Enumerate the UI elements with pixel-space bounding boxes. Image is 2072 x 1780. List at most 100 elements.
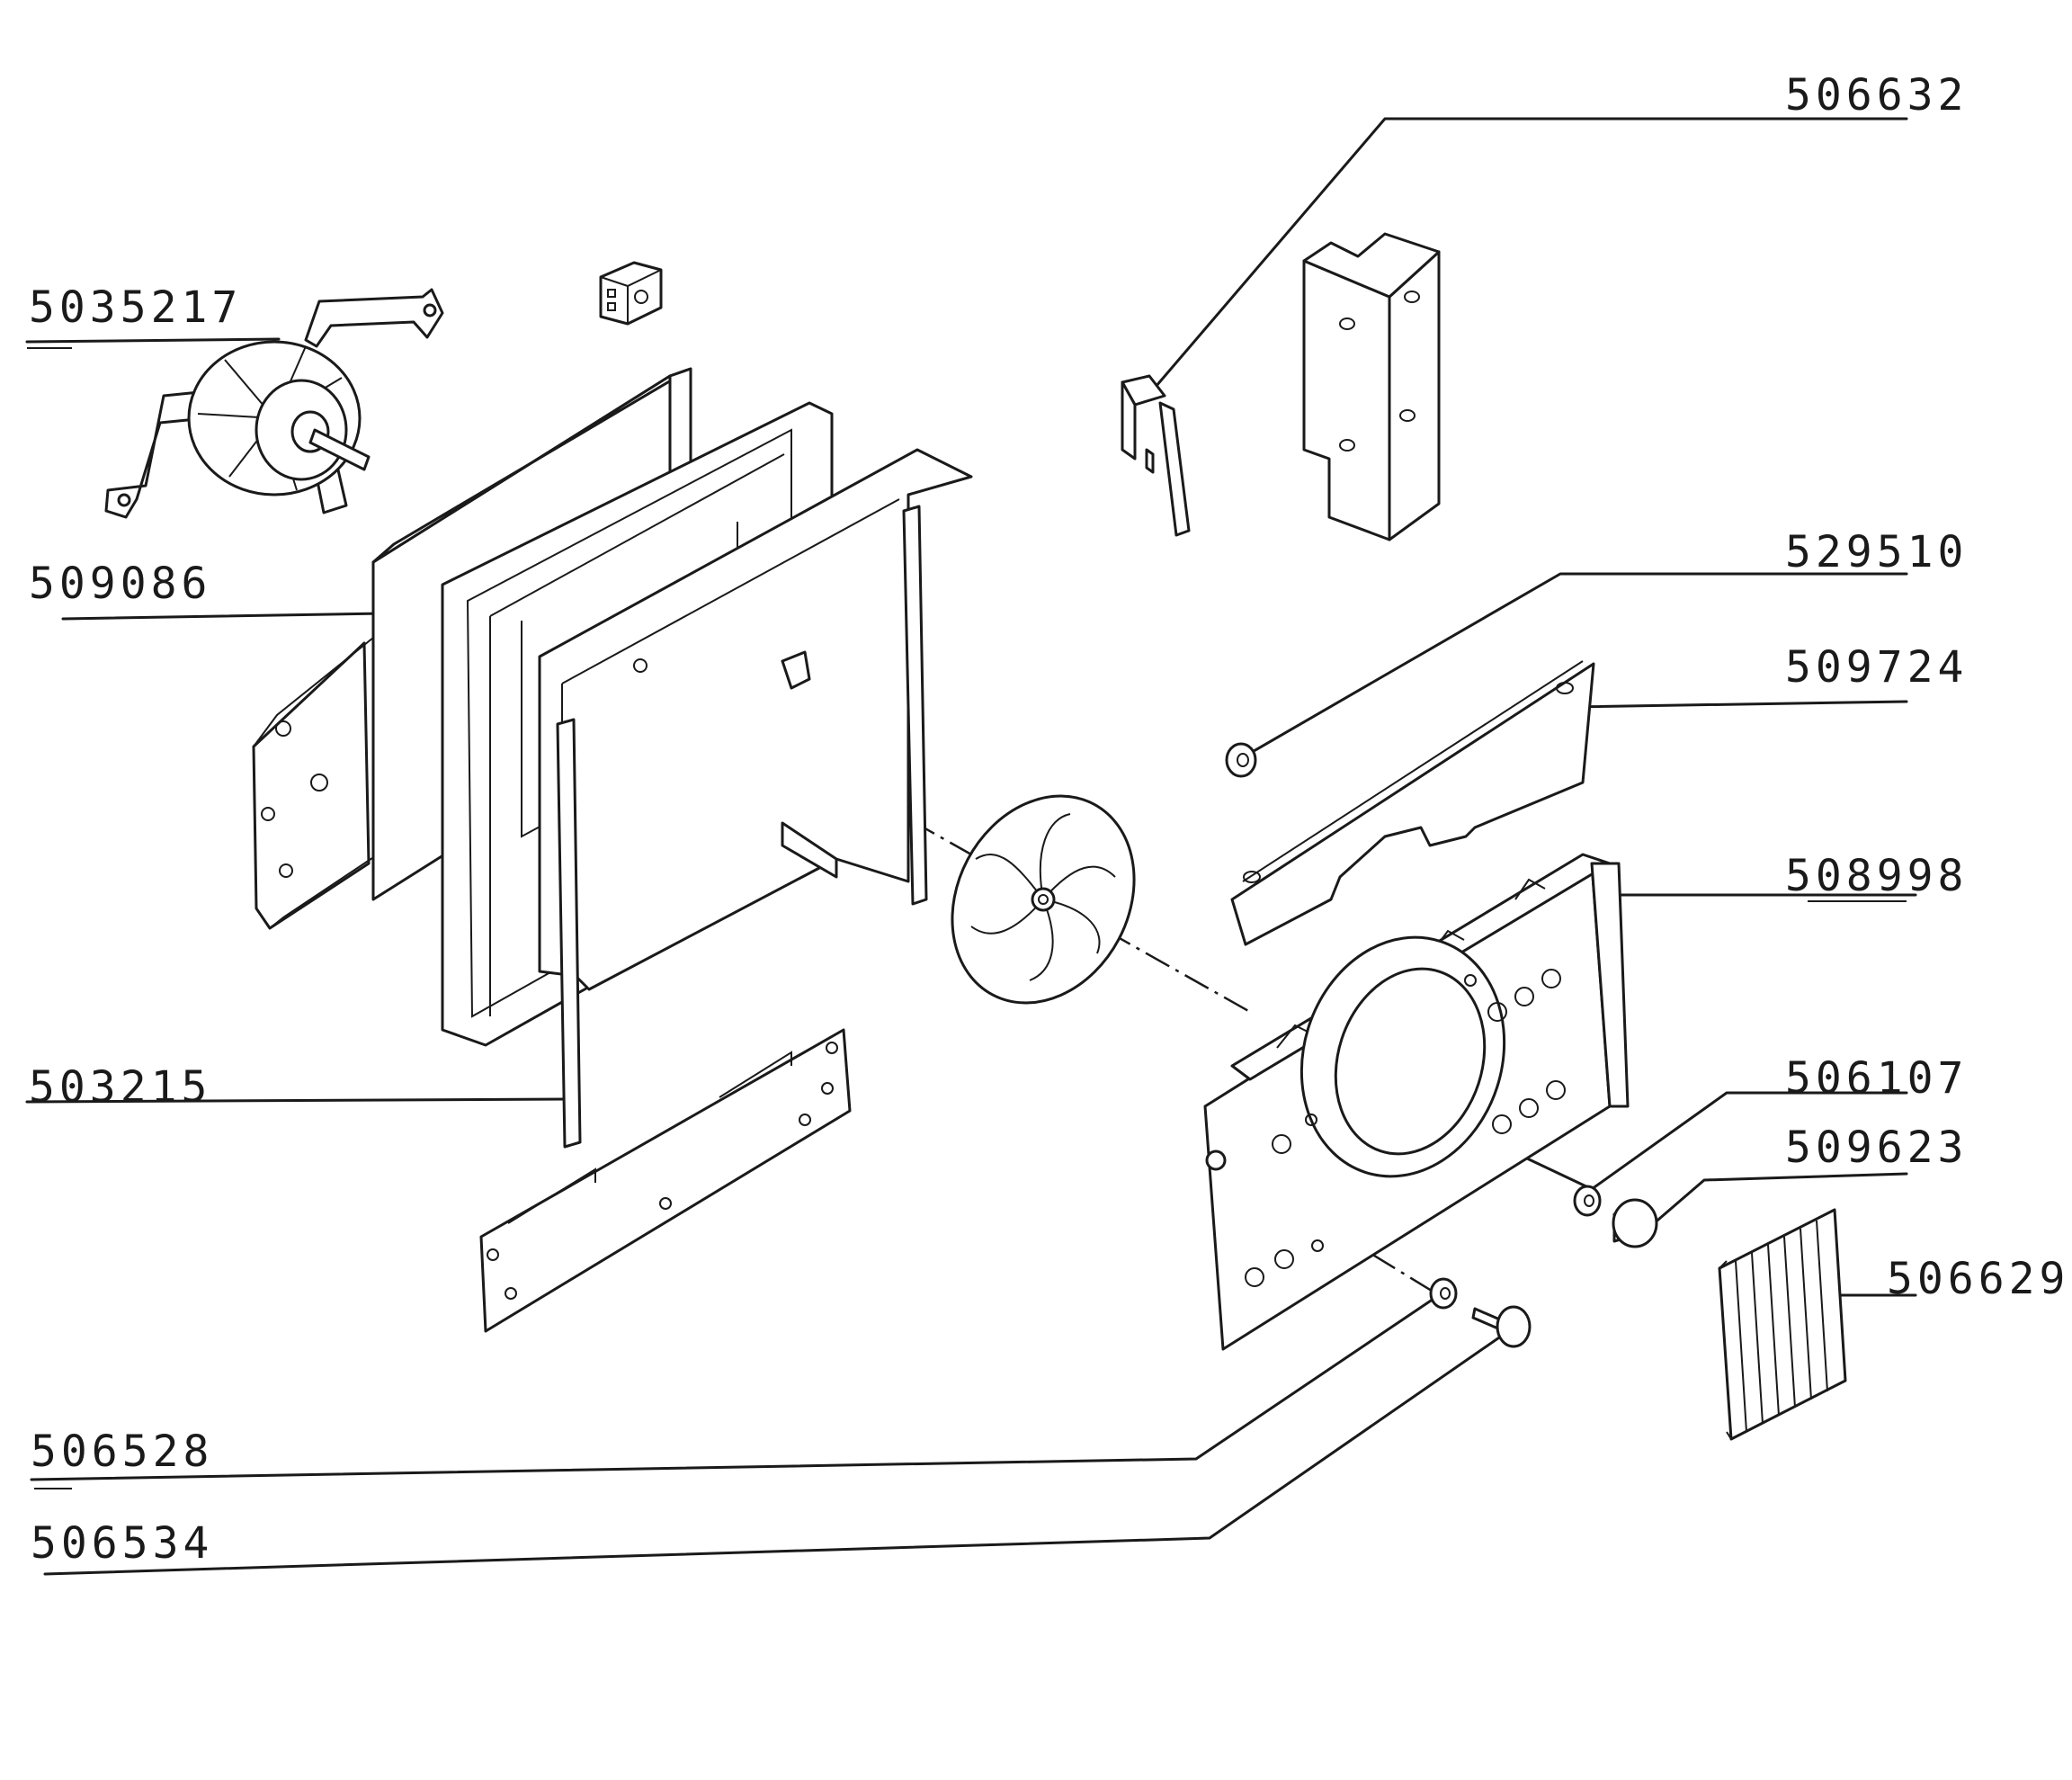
bottom-strip-body xyxy=(479,1028,852,1333)
channel-hole-2 xyxy=(1404,291,1420,303)
axis-main xyxy=(636,664,1251,1014)
back-panel-face xyxy=(538,448,973,991)
channel-hole-4 xyxy=(1399,409,1416,422)
grille-edge xyxy=(1719,1260,1732,1440)
grille-506629 xyxy=(1718,1208,1847,1441)
plate-hole-6 xyxy=(1546,1080,1566,1100)
leader-509724 xyxy=(1567,700,1908,709)
nut-506107 xyxy=(1573,1185,1602,1217)
washer-529510 xyxy=(1225,742,1257,778)
plate-hole-1 xyxy=(1487,1002,1507,1022)
plate-hole-8 xyxy=(1245,1267,1264,1287)
label-509724: 509724 xyxy=(1785,642,1969,693)
motor-bracket-top xyxy=(304,288,444,348)
nut-506107-outer xyxy=(1573,1185,1602,1217)
leader-506632 xyxy=(1154,117,1908,389)
screw-506534-head xyxy=(1496,1305,1532,1348)
terminal-block-edge xyxy=(600,269,662,324)
plate-hole-12 xyxy=(1464,974,1477,987)
terminal-block xyxy=(599,261,663,326)
label-529510: 529510 xyxy=(1785,527,1969,577)
plate-hole-10 xyxy=(1311,1239,1324,1252)
switch-lever xyxy=(1158,401,1191,537)
plate-hole-9 xyxy=(1274,1249,1294,1269)
deflector-plate xyxy=(1230,662,1595,946)
motor-shaft xyxy=(308,428,371,471)
switch-front xyxy=(1121,380,1137,461)
leader-503217 xyxy=(25,337,281,344)
back-plate-508998 xyxy=(1203,853,1630,1351)
terminal-block-slot-b xyxy=(607,302,616,311)
plate-hole-5 xyxy=(1519,1098,1539,1118)
back-plate-opening xyxy=(1334,967,1487,1156)
label-506629: 506629 xyxy=(1887,1254,2070,1304)
leader-529510 xyxy=(1241,572,1908,759)
bottom-strip-hole-3 xyxy=(659,1197,672,1210)
fan-motor-503217 xyxy=(104,288,444,519)
side-rail-right xyxy=(902,505,928,906)
fan-wheel-bore xyxy=(1038,894,1049,905)
washer-529510-inner xyxy=(1237,753,1249,767)
channel-hole-1 xyxy=(1339,318,1355,330)
plate-hole-4 xyxy=(1492,1114,1512,1134)
plate-hole-3 xyxy=(1541,969,1561,988)
nut-506107-inner xyxy=(1584,1194,1594,1207)
label-509623: 509623 xyxy=(1785,1123,1969,1173)
fan-wheel xyxy=(951,794,1136,1005)
back-plate-side-flange xyxy=(1590,862,1630,1108)
rear-bracket xyxy=(252,633,379,930)
cap-509623 xyxy=(1612,1198,1658,1248)
plate-hole-11 xyxy=(1305,1114,1317,1126)
washer-506528-outer xyxy=(1429,1277,1458,1310)
rear-bracket-hole-2 xyxy=(310,774,328,792)
label-506534: 506534 xyxy=(31,1518,214,1569)
switch-pin xyxy=(1145,448,1155,474)
washer-506528 xyxy=(1429,1277,1458,1310)
channel-side xyxy=(1388,250,1441,541)
plate-stud xyxy=(1205,1149,1227,1171)
plate-hole-7 xyxy=(1272,1134,1291,1154)
channel-hole-3 xyxy=(1339,439,1355,452)
rail-503215 xyxy=(556,718,582,1149)
label-506528: 506528 xyxy=(31,1427,214,1477)
label-509086: 509086 xyxy=(29,559,212,609)
rear-bracket-hole-3 xyxy=(261,807,275,821)
rear-bracket-hole-4 xyxy=(279,863,293,878)
fan-wheel-hub xyxy=(1031,887,1056,912)
channel-front xyxy=(1302,259,1391,541)
back-panel-hole xyxy=(633,658,648,673)
washer-506528-inner xyxy=(1440,1287,1451,1300)
rear-bracket-flange xyxy=(253,633,379,929)
deflector-hole-a xyxy=(1243,871,1261,883)
cavity-back-panel xyxy=(538,448,973,991)
rear-bracket-hole-1 xyxy=(275,720,291,737)
terminal-block-slot-a xyxy=(607,289,616,298)
back-panel-lower xyxy=(781,821,838,879)
deflector-fold xyxy=(1242,660,1584,882)
cap-509623-head xyxy=(1612,1198,1658,1248)
label-503217: 5035217 xyxy=(29,282,243,333)
motor-bracket-hole-a xyxy=(423,303,437,318)
plate-hole-2 xyxy=(1514,987,1534,1006)
bottom-strip-hole-6 xyxy=(826,1042,838,1054)
terminal-block-body xyxy=(599,261,663,326)
leader-503215 xyxy=(25,1097,568,1104)
side-rail-503215 xyxy=(556,718,582,1149)
bottom-strip-hole-5 xyxy=(821,1082,834,1095)
deflector-509724 xyxy=(1230,660,1595,946)
channel-bracket xyxy=(1302,232,1441,541)
microswitch-506632 xyxy=(1121,374,1191,537)
leader-506534 xyxy=(43,1334,1504,1576)
screw-506534 xyxy=(1471,1305,1532,1348)
back-panel-tab xyxy=(781,650,811,690)
bottom-strip-flange xyxy=(507,1051,792,1224)
washer-529510-outer xyxy=(1225,742,1257,778)
rail-right xyxy=(902,505,928,906)
gasket-lip xyxy=(489,453,785,1016)
label-508998: 508998 xyxy=(1785,851,1969,901)
bottom-strip-hole-2 xyxy=(505,1287,517,1300)
motor-bracket-hole-b xyxy=(117,493,131,507)
terminal-block-hole xyxy=(634,290,648,304)
